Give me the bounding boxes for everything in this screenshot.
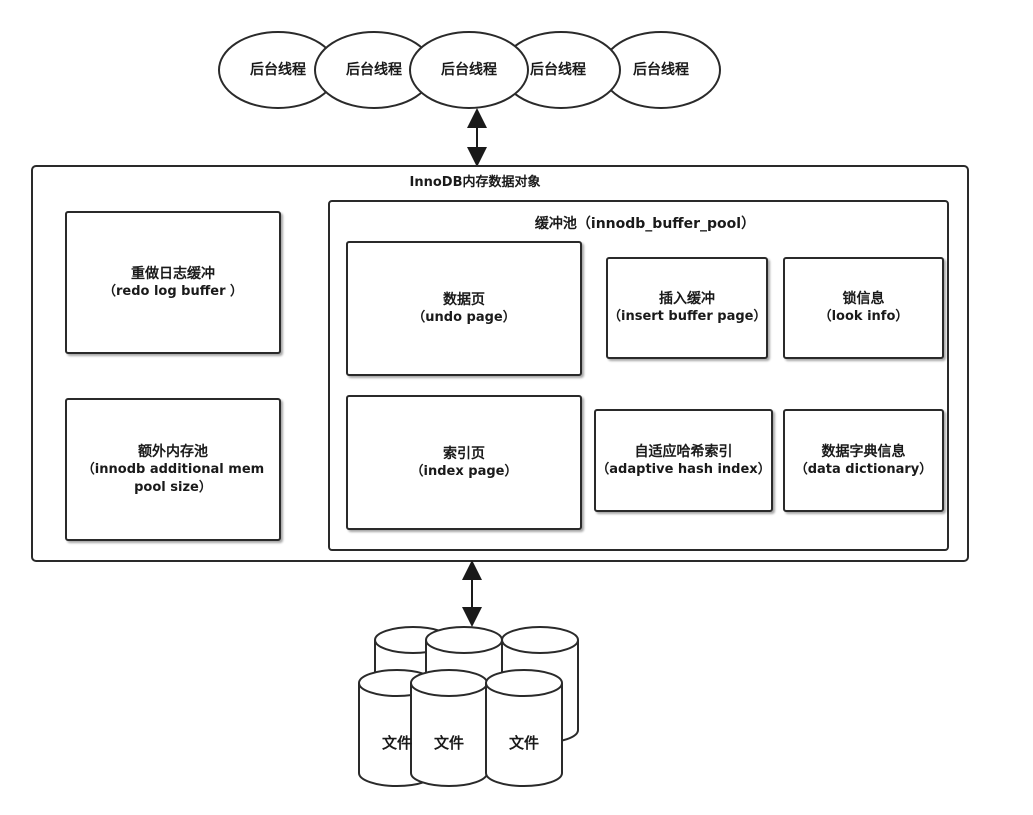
additional-memory-pool-sub: （innodb additional mem pool size）: [81, 461, 265, 495]
file-label-2: 文件: [433, 734, 464, 752]
data-page-sub: （undo page）: [412, 309, 516, 325]
thread-label-4: 后台线程: [530, 62, 586, 78]
adaptive-hash-index-box: 自适应哈希索引 （adaptive hash index）: [594, 409, 773, 512]
thread-label-2: 后台线程: [346, 62, 402, 78]
data-dictionary-name: 数据字典信息: [821, 443, 906, 460]
index-page-sub: （index page）: [410, 463, 518, 479]
lock-info-name: 锁信息: [842, 291, 885, 307]
file-cylinder-front-2: [410, 669, 488, 787]
lock-info-box: 锁信息 （look info）: [783, 257, 944, 359]
data-page-box: 数据页 （undo page）: [346, 241, 582, 376]
redo-log-buffer-name: 重做日志缓冲: [131, 265, 215, 282]
adaptive-hash-index-sub: （adaptive hash index）: [596, 461, 771, 477]
file-label-1: 文件: [381, 734, 412, 752]
index-page-box: 索引页 （index page）: [346, 395, 582, 530]
memory-objects-frame: [31, 165, 969, 562]
buffer-pool-frame: [328, 200, 949, 551]
lock-info-sub: （look info）: [818, 309, 909, 324]
index-page-name: 索引页: [443, 445, 485, 462]
thread-label-1: 后台线程: [250, 62, 306, 78]
background-threads: [218, 31, 721, 109]
data-page-name: 数据页: [443, 291, 485, 308]
adaptive-hash-index-name: 自适应哈希索引: [634, 443, 733, 460]
additional-memory-pool-box: 额外内存池 （innodb additional mem pool size）: [65, 398, 281, 541]
insert-buffer-name: 插入缓冲: [659, 291, 715, 307]
data-dictionary-sub: （data dictionary）: [794, 461, 933, 477]
thread-label-5: 后台线程: [633, 62, 689, 78]
file-cylinders: [358, 626, 579, 787]
file-label-3: 文件: [508, 734, 539, 752]
memory-objects-title: InnoDB内存数据对象: [409, 175, 541, 190]
data-dictionary-box: 数据字典信息 （data dictionary）: [783, 409, 944, 512]
additional-memory-pool-name: 额外内存池: [138, 443, 208, 460]
redo-log-buffer-sub: （redo log buffer ）: [102, 283, 244, 299]
insert-buffer-sub: （insert buffer page）: [608, 309, 767, 324]
insert-buffer-box: 插入缓冲 （insert buffer page）: [606, 257, 768, 359]
file-cylinder-front-3: [485, 669, 563, 787]
thread-label-3: 后台线程: [441, 62, 497, 78]
redo-log-buffer-box: 重做日志缓冲 （redo log buffer ）: [65, 211, 281, 354]
buffer-pool-title: 缓冲池（innodb_buffer_pool）: [534, 216, 756, 232]
